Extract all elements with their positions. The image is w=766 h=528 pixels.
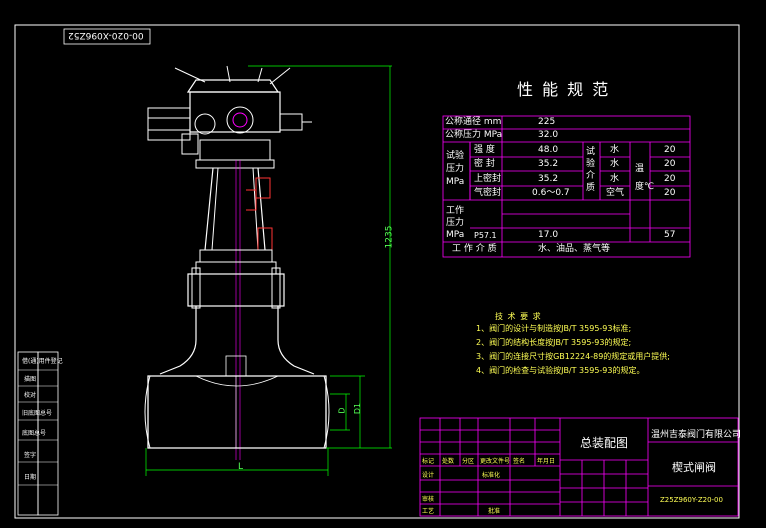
test-row-backseal-medium: 水: [610, 174, 620, 184]
test-medium-label: 试验介质: [586, 147, 596, 193]
left-label-reuse: 借(通)用件登记: [22, 358, 63, 365]
d-dimension: D: [337, 407, 347, 414]
drawing-title: 总装配图: [580, 436, 629, 450]
test-row-backseal-name: 上密封: [474, 174, 502, 184]
test-row-backseal-temp: 20: [664, 174, 676, 184]
test-row-backseal-value: 35.2: [538, 174, 559, 184]
tb-label-review: 审核: [422, 496, 435, 503]
test-row-strength-temp: 20: [664, 145, 676, 155]
dimension-lines: [145, 65, 392, 476]
nominal-pressure-label: 公称压力 MPa: [445, 130, 503, 140]
work-pressure-label: 工作压力MPa: [446, 206, 465, 240]
left-label-date: 日期: [24, 474, 37, 481]
test-row-strength-medium: 水: [610, 145, 620, 155]
test-row-strength-name: 强 度: [474, 145, 495, 155]
tb-label-approve: 批准: [488, 508, 501, 515]
left-label-base-total: 底图总号: [22, 430, 47, 437]
test-row-seal-temp: 20: [664, 159, 676, 169]
test-row-strength-value: 48.0: [538, 145, 559, 155]
nominal-diameter-value: 225: [538, 117, 556, 127]
left-label-check: 校对: [24, 392, 37, 399]
tb-label-count: 处数: [442, 458, 455, 465]
medium-label: 工 作 介 质: [452, 244, 497, 254]
medium-value: 水、油品、蒸气等: [538, 244, 611, 254]
test-row-airseal-medium: 空气: [606, 188, 625, 198]
temperature-label: 温度℃: [635, 164, 655, 192]
drawing-code: Z25Z960Y-Z20-00: [660, 496, 723, 504]
test-row-airseal-value: 0.6～0.7: [532, 188, 570, 198]
d1-dimension: D1: [353, 402, 363, 415]
test-row-airseal-temp: 20: [664, 188, 676, 198]
spec-table-title: 性 能 规 范: [517, 80, 611, 99]
valve-drawing: [144, 65, 330, 460]
drawing-number-rotated: 00-020-X096Z52: [68, 30, 144, 40]
tb-label-sign: 签名: [513, 458, 526, 465]
drawing-border: [14, 24, 740, 519]
tb-label-standard: 标准化: [482, 472, 501, 479]
tech-requirement-item: 3、阀门的连接尺寸按GB12224-89的规定或用户提供;: [476, 352, 670, 361]
tech-requirement-item: 4、阀门的检查与试验按JB/T 3595-93的规定。: [476, 366, 645, 375]
tb-label-change-doc: 更改文件号: [480, 458, 511, 465]
tb-label-date: 年月日: [537, 458, 556, 465]
left-label-old-total: 旧底图总号: [22, 410, 53, 417]
tb-label-mark: 标记: [422, 458, 435, 465]
product-name: 楔式闸阀: [672, 461, 716, 474]
length-dimension: L: [238, 462, 244, 472]
nominal-pressure-value: 32.0: [538, 130, 559, 140]
title-block-grid: [419, 417, 739, 517]
test-row-seal-value: 35.2: [538, 159, 559, 169]
test-row-seal-name: 密 封: [474, 159, 495, 169]
tech-requirement-item: 1、阀门的设计与制造按JB/T 3595-93标准;: [476, 324, 632, 333]
test-row-seal-medium: 水: [610, 159, 620, 169]
work-row-value: 17.0: [538, 230, 559, 240]
tech-requirement-item: 2、阀门的结构长度按JB/T 3595-93的规定;: [476, 338, 632, 347]
tb-label-process: 工艺: [422, 508, 435, 515]
height-dimension: 1235: [384, 225, 395, 249]
spec-table-grid: [442, 115, 691, 258]
company-name: 温州吉泰阀门有限公司: [651, 430, 742, 440]
test-pressure-label: 试验压力MPa: [446, 151, 465, 187]
left-label-sign: 签字: [24, 452, 37, 459]
tech-requirements-title: 技 术 要 求: [495, 312, 542, 321]
work-row-name: P57.1: [474, 231, 497, 240]
work-row-temp: 57: [664, 230, 676, 240]
test-row-airseal-name: 气密封: [474, 188, 502, 198]
left-label-trace: 描图: [24, 376, 37, 383]
nominal-diameter-label: 公称通径 mm: [445, 117, 502, 127]
tb-label-zone: 分区: [462, 458, 475, 465]
tb-label-design: 设计: [422, 472, 435, 479]
